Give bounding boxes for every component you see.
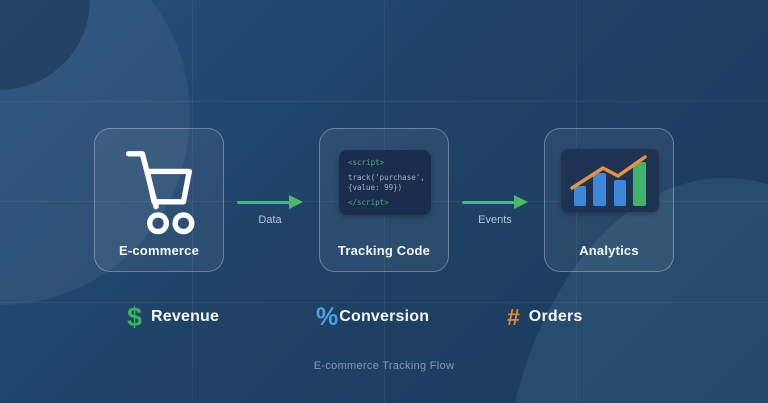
arrow-label: Events (478, 214, 512, 226)
arrow-label: Data (258, 214, 282, 226)
decorative-circle-corner-dark (0, 0, 90, 90)
arrow-line (237, 200, 290, 204)
percent-icon: % (316, 302, 339, 331)
arrow-events: Events (462, 195, 528, 226)
hash-icon: # (507, 303, 520, 330)
code-line: track('purchase', (348, 173, 425, 182)
grid-line-vertical (192, 0, 193, 403)
grid-line-horizontal (0, 302, 768, 303)
dollar-icon: $ (127, 301, 143, 332)
node-label-analytics: Analytics (579, 243, 639, 258)
arrow-head-icon (514, 195, 528, 209)
diagram-caption: E-commerce Tracking Flow (313, 360, 455, 372)
shopping-cart-icon (95, 146, 223, 241)
node-analytics: Analytics (544, 128, 674, 272)
metric-revenue: $ Revenue (127, 301, 219, 333)
metric-conversion: % Conversion (316, 301, 429, 333)
grid-line-horizontal (0, 101, 768, 102)
code-line: <script> (348, 158, 385, 167)
metric-label: Orders (528, 308, 583, 325)
node-tracking-code: <script> track('purchase', {value: 99}) … (319, 128, 449, 272)
metric-orders: # Orders (507, 301, 582, 333)
code-snippet: <script> track('purchase', {value: 99}) … (339, 150, 431, 215)
node-ecommerce: E-commerce (94, 128, 224, 272)
metric-label: Revenue (151, 308, 220, 325)
arrow-line (462, 200, 515, 204)
node-label-ecommerce: E-commerce (118, 243, 200, 258)
code-line: </script> (348, 198, 389, 207)
arrow-head-icon (289, 195, 303, 209)
metric-label: Conversion (339, 308, 430, 325)
node-label-tracking-code: Tracking Code (337, 243, 431, 258)
bar-chart-icon (561, 149, 659, 212)
code-line: {value: 99}) (348, 183, 403, 192)
arrow-data: Data (237, 195, 303, 226)
